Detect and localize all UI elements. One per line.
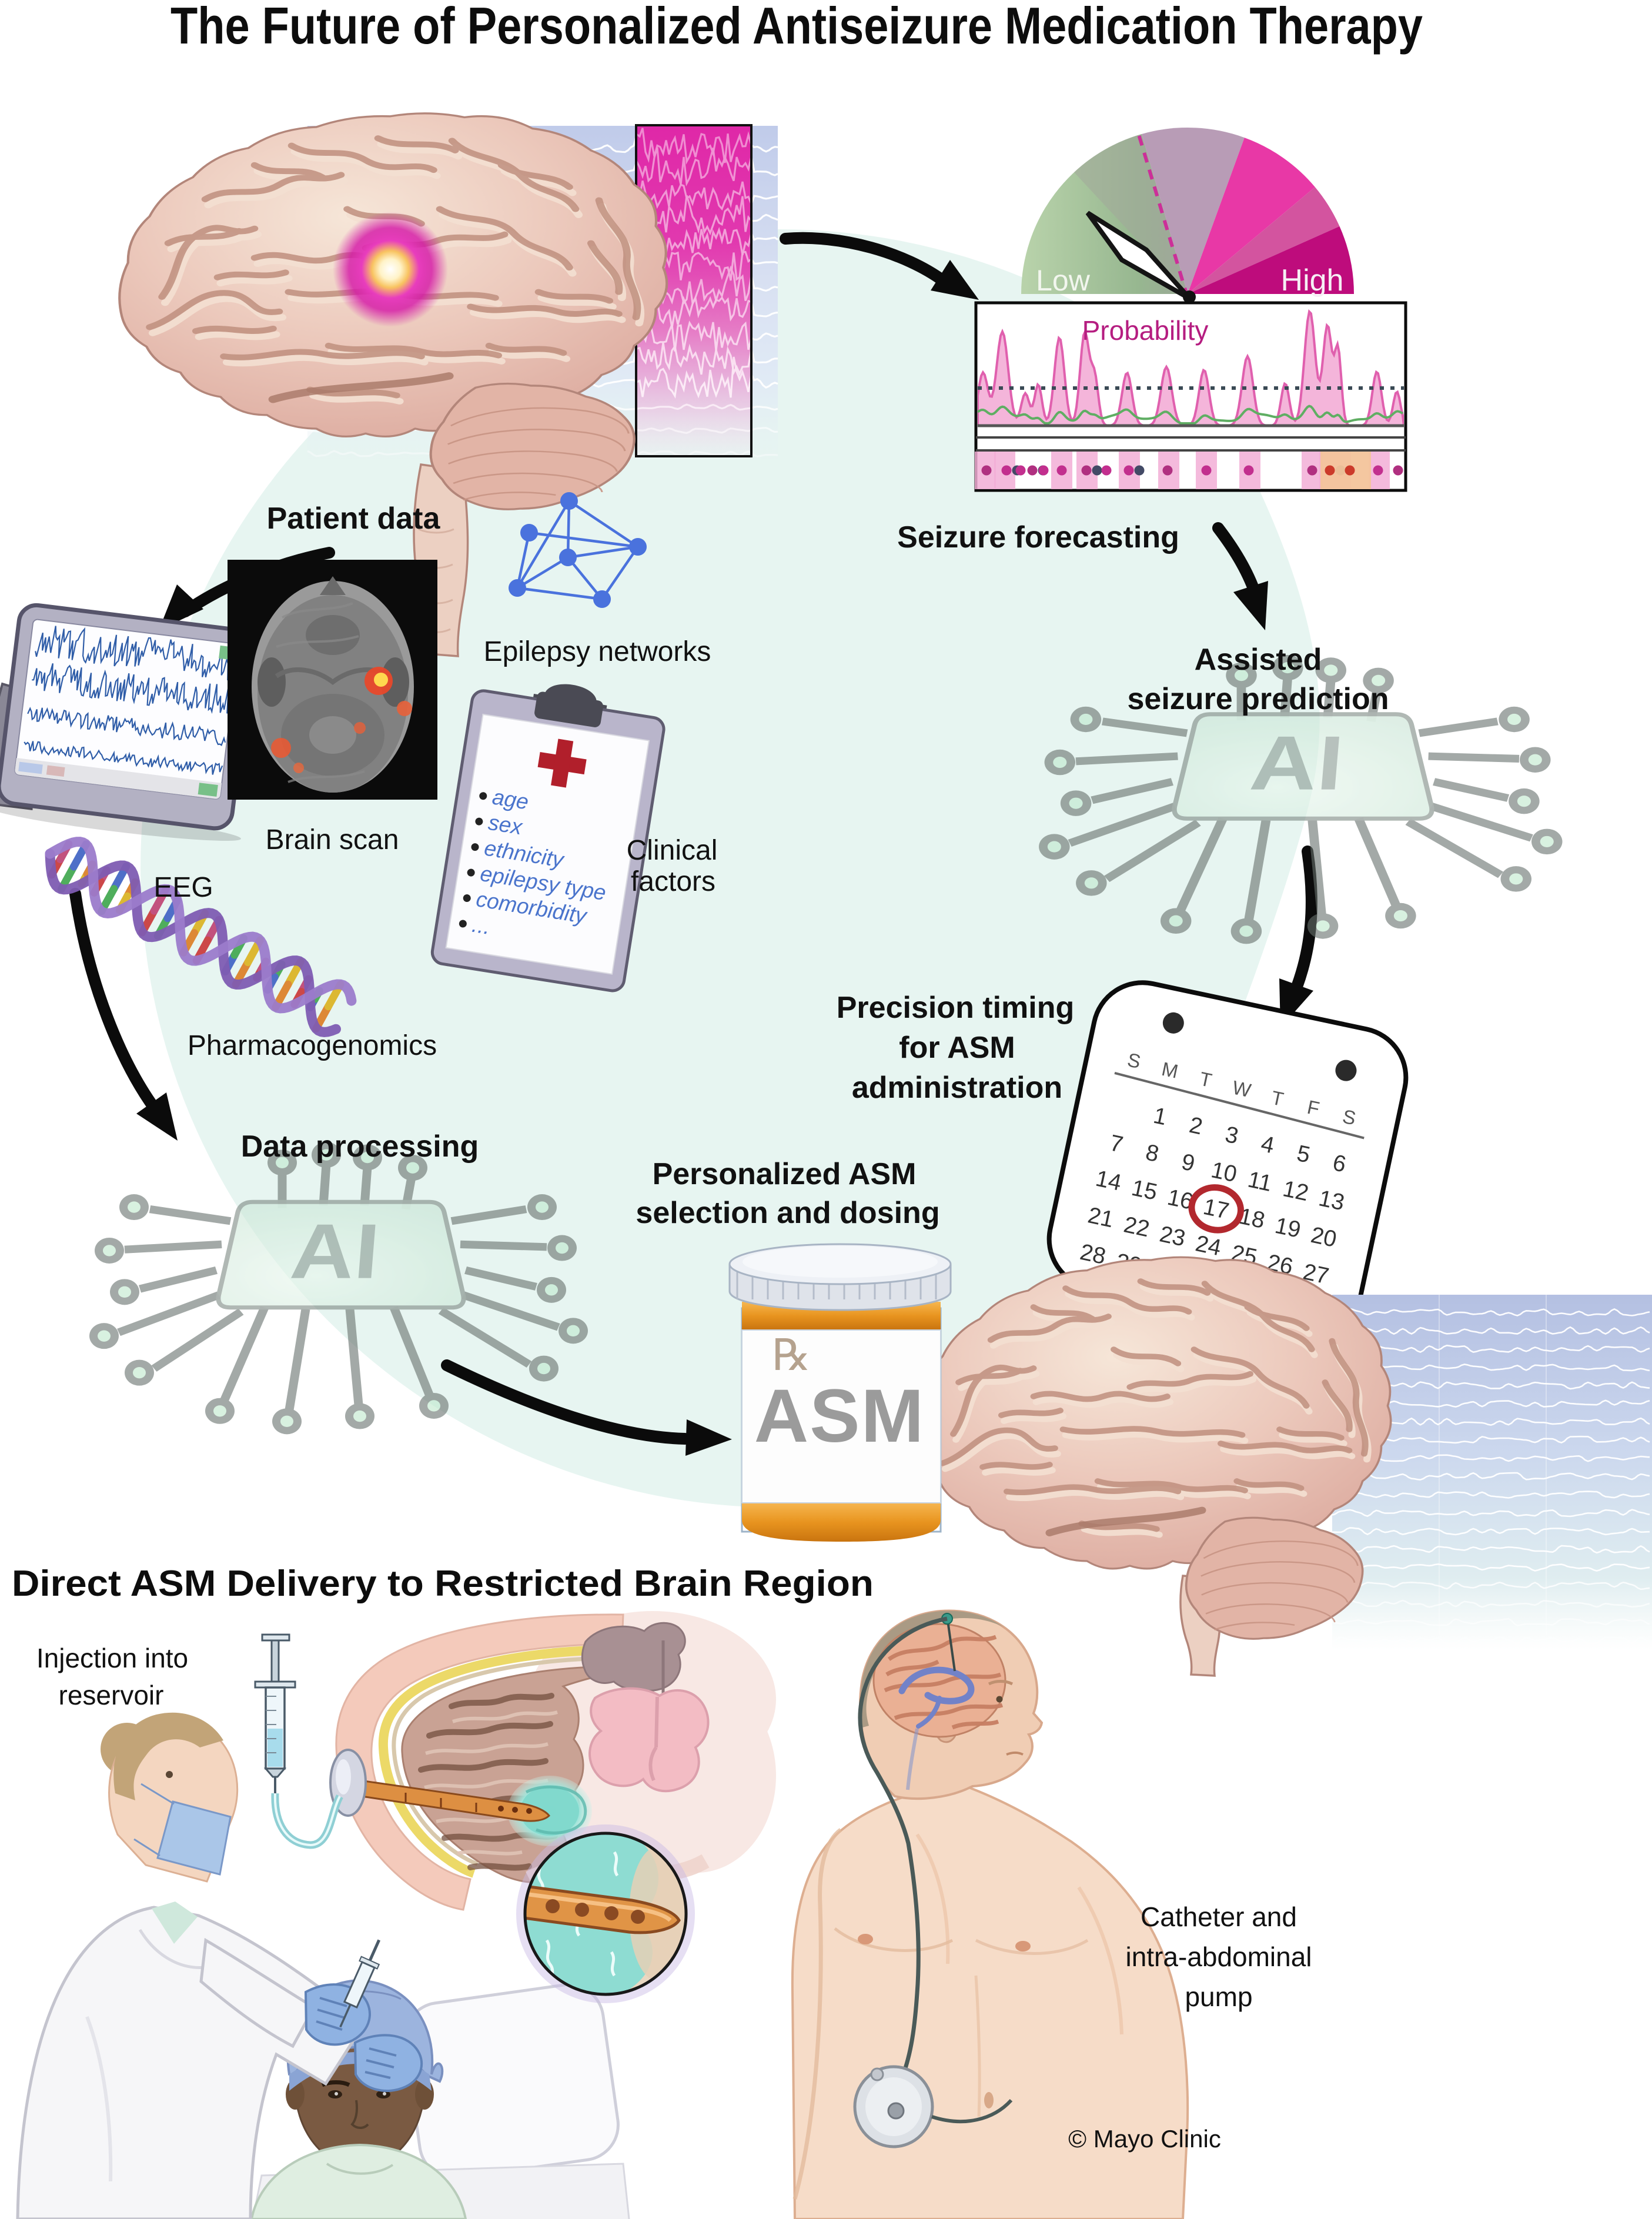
svg-text:pump: pump (1185, 1981, 1252, 2012)
svg-text:AI: AI (1247, 720, 1347, 806)
svg-text:selection and dosing: selection and dosing (636, 1196, 939, 1230)
svg-text:EEG: EEG (153, 872, 213, 903)
svg-text:The Future of Personalized Ant: The Future of Personalized Antiseizure M… (170, 0, 1423, 55)
svg-text:15: 15 (1129, 1175, 1159, 1205)
svg-text:Injection into: Injection into (36, 1643, 188, 1673)
svg-text:Assisted: Assisted (1195, 643, 1322, 677)
svg-text:19: 19 (1273, 1213, 1303, 1243)
svg-text:11: 11 (1246, 1167, 1275, 1197)
svg-text:administration: administration (852, 1071, 1062, 1105)
svg-text:© Mayo Clinic: © Mayo Clinic (1068, 2125, 1221, 2153)
svg-text:23: 23 (1158, 1221, 1188, 1251)
svg-text:Low: Low (1036, 264, 1091, 297)
svg-text:intra-abdominal: intra-abdominal (1125, 1941, 1312, 1972)
svg-text:17: 17 (1201, 1194, 1231, 1224)
svg-text:High: High (1281, 263, 1344, 298)
svg-text:seizure prediction: seizure prediction (1128, 682, 1389, 716)
svg-text:Precision timing: Precision timing (837, 991, 1075, 1025)
svg-text:Pharmacogenomics: Pharmacogenomics (188, 1030, 437, 1061)
svg-text:age: age (491, 784, 530, 814)
svg-text:factors: factors (631, 866, 715, 897)
svg-text:Epilepsy networks: Epilepsy networks (484, 636, 711, 667)
svg-text:sex: sex (487, 810, 525, 840)
svg-text:12: 12 (1280, 1176, 1310, 1206)
svg-text:reservoir: reservoir (59, 1680, 164, 1710)
svg-text:21: 21 (1086, 1202, 1116, 1232)
svg-text:Seizure forecasting: Seizure forecasting (897, 520, 1179, 554)
svg-text:Probability: Probability (1082, 315, 1209, 346)
svg-text:Clinical: Clinical (627, 835, 718, 866)
svg-text:20: 20 (1309, 1222, 1339, 1252)
svg-text:13: 13 (1316, 1185, 1346, 1215)
svg-text:10: 10 (1209, 1157, 1239, 1187)
svg-text:℞: ℞ (772, 1331, 811, 1379)
svg-text:ASM: ASM (754, 1374, 925, 1458)
svg-text:for ASM: for ASM (899, 1031, 1015, 1065)
svg-text:Patient data: Patient data (267, 502, 441, 536)
svg-text:Direct ASM Delivery to Restric: Direct ASM Delivery to Restricted Brain … (12, 1563, 874, 1604)
svg-text:AI: AI (287, 1208, 383, 1294)
svg-text:24: 24 (1193, 1231, 1223, 1261)
svg-text:22: 22 (1122, 1212, 1152, 1242)
svg-text:...: ... (470, 913, 492, 939)
svg-text:Catheter and: Catheter and (1141, 1901, 1297, 1932)
svg-text:14: 14 (1093, 1166, 1123, 1196)
svg-text:Data processing: Data processing (241, 1129, 479, 1164)
svg-text:Brain scan: Brain scan (266, 824, 399, 855)
svg-text:Personalized ASM: Personalized ASM (653, 1157, 917, 1191)
